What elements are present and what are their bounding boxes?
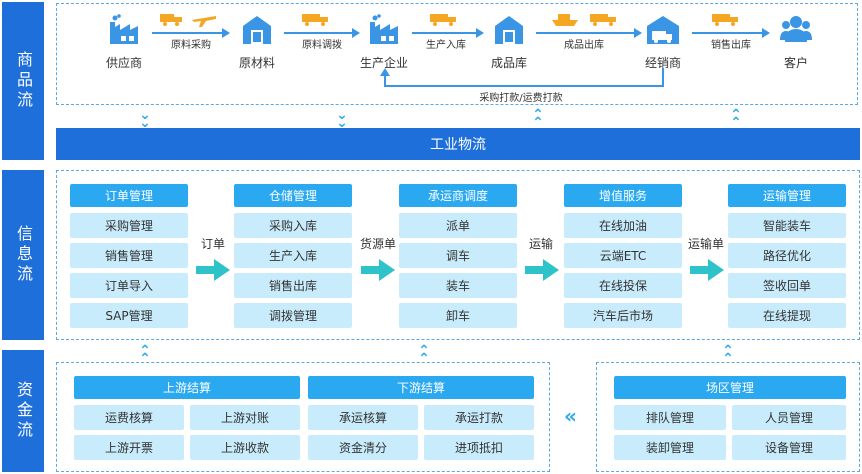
truck-icon-2 [302,14,328,26]
group-transport-item: 智能装车 [728,213,846,238]
group-carrier-item: 调车 [399,243,517,268]
distributor-warehouse-icon [647,16,679,44]
group-value-added-item: 云端ETC [564,243,682,268]
link-label-2: 原料调拨 [302,40,342,51]
link-label-1: 原料采购 [171,40,211,51]
node-customer: 客户 [783,56,808,70]
chevron-up-icon-2: ⌃⌃ [730,107,742,131]
factory-icon [110,14,138,44]
connector-label-2: 货源单 [359,237,396,251]
link-line-4 [536,32,634,34]
yard-item: 人员管理 [732,405,846,430]
return-arrowhead [380,68,390,76]
downstream-header: 下游结算 [308,376,534,399]
group-order-item: SAP管理 [70,303,188,328]
connector-label-1: 订单 [200,237,225,251]
link-arrow-3 [476,28,484,38]
link-arrow-4 [634,28,642,38]
chevron-up-icon-3: ⌃⌃ [139,343,151,367]
customers-icon [780,16,812,42]
link-arrow-2 [352,28,360,38]
group-value-added-header: 增值服务 [564,184,682,207]
upstream-item: 上游对账 [190,405,300,430]
downstream-item: 资金清分 [308,435,418,460]
node-distributor: 经销商 [644,56,681,70]
link-label-4: 成品出库 [564,40,604,51]
group-carrier-item: 装车 [399,273,517,298]
group-warehouse-header: 仓储管理 [234,184,352,207]
warehouse-icon [243,16,271,44]
group-order-header: 订单管理 [70,184,188,207]
group-order-item: 采购管理 [70,213,188,238]
funds-flow-label: 资金流 [2,350,44,472]
group-carrier-item: 卸车 [399,303,517,328]
group-carrier-item: 派单 [399,213,517,238]
yard-header: 场区管理 [614,376,846,399]
link-label-5: 销售出库 [711,40,751,51]
downstream-item: 承运核算 [308,405,418,430]
yard-item: 装卸管理 [614,435,726,460]
group-order-item: 订单导入 [70,273,188,298]
return-label: 采购打款/运费打款 [479,93,563,104]
upstream-item: 上游开票 [74,435,184,460]
link-line-3 [412,32,476,34]
group-transport-item: 在线提现 [728,303,846,328]
node-raw-material: 原材料 [238,56,275,70]
upstream-item: 运费核算 [74,405,184,430]
group-order-item: 销售管理 [70,243,188,268]
goods-flow-label: 商品流 [2,2,44,160]
group-warehouse-item: 采购入库 [234,213,352,238]
info-flow-label: 信息流 [2,170,44,340]
chevron-up-icon-5: ⌃⌃ [722,343,734,367]
truck-icon [160,14,182,26]
downstream-item: 进项抵扣 [424,435,534,460]
group-value-added-item: 在线投保 [564,273,682,298]
warehouse-icon-2 [495,16,523,44]
industrial-logistics-bar: 工业物流 [56,128,860,160]
group-value-added-item: 汽车后市场 [564,303,682,328]
link-label-3: 生产入库 [426,40,466,51]
link-arrow-5 [762,28,770,38]
return-line-horizontal [384,85,664,87]
truck-icon-3 [430,14,456,26]
link-line-1 [152,32,222,34]
arrow-right-icon-3 [525,259,559,281]
group-carrier-header: 承运商调度 [399,184,517,207]
upstream-item: 上游收款 [190,435,300,460]
node-manufacturer: 生产企业 [359,56,408,70]
link-arrow-1 [222,28,230,38]
truck-icon-4 [590,14,616,26]
link-line-5 [692,32,762,34]
node-supplier: 供应商 [105,56,142,70]
arrow-right-icon-4 [690,259,724,281]
group-transport-item: 签收回单 [728,273,846,298]
yard-item: 设备管理 [732,435,846,460]
ship-icon [552,14,578,26]
node-finished-goods: 成品库 [490,56,527,70]
group-transport-header: 运输管理 [728,184,846,207]
group-warehouse-item: 生产入库 [234,243,352,268]
connector-label-3: 运输 [528,237,553,251]
downstream-item: 承运打款 [424,405,534,430]
yard-item: 排队管理 [614,405,726,430]
link-line-2 [284,32,352,34]
group-transport-item: 路径优化 [728,243,846,268]
connector-label-4: 运输单 [687,237,724,251]
chevron-up-icon: ⌃⌃ [532,107,544,131]
double-chevron-left-icon: « [564,404,577,428]
chevron-down-icon-2: ⌄⌄ [336,107,348,131]
upstream-header: 上游结算 [74,376,300,399]
chevron-up-icon-4: ⌃⌃ [418,343,430,367]
arrow-right-icon [196,259,230,281]
factory-icon-2 [370,14,398,44]
group-value-added-item: 在线加油 [564,213,682,238]
return-line-down [662,68,664,86]
truck-icon-5 [712,14,738,26]
arrow-right-icon-2 [361,259,395,281]
return-line-up [384,74,386,87]
group-warehouse-item: 调拨管理 [234,303,352,328]
chevron-down-icon: ⌄⌄ [139,107,151,131]
airplane-icon [192,16,216,27]
group-warehouse-item: 销售出库 [234,273,352,298]
